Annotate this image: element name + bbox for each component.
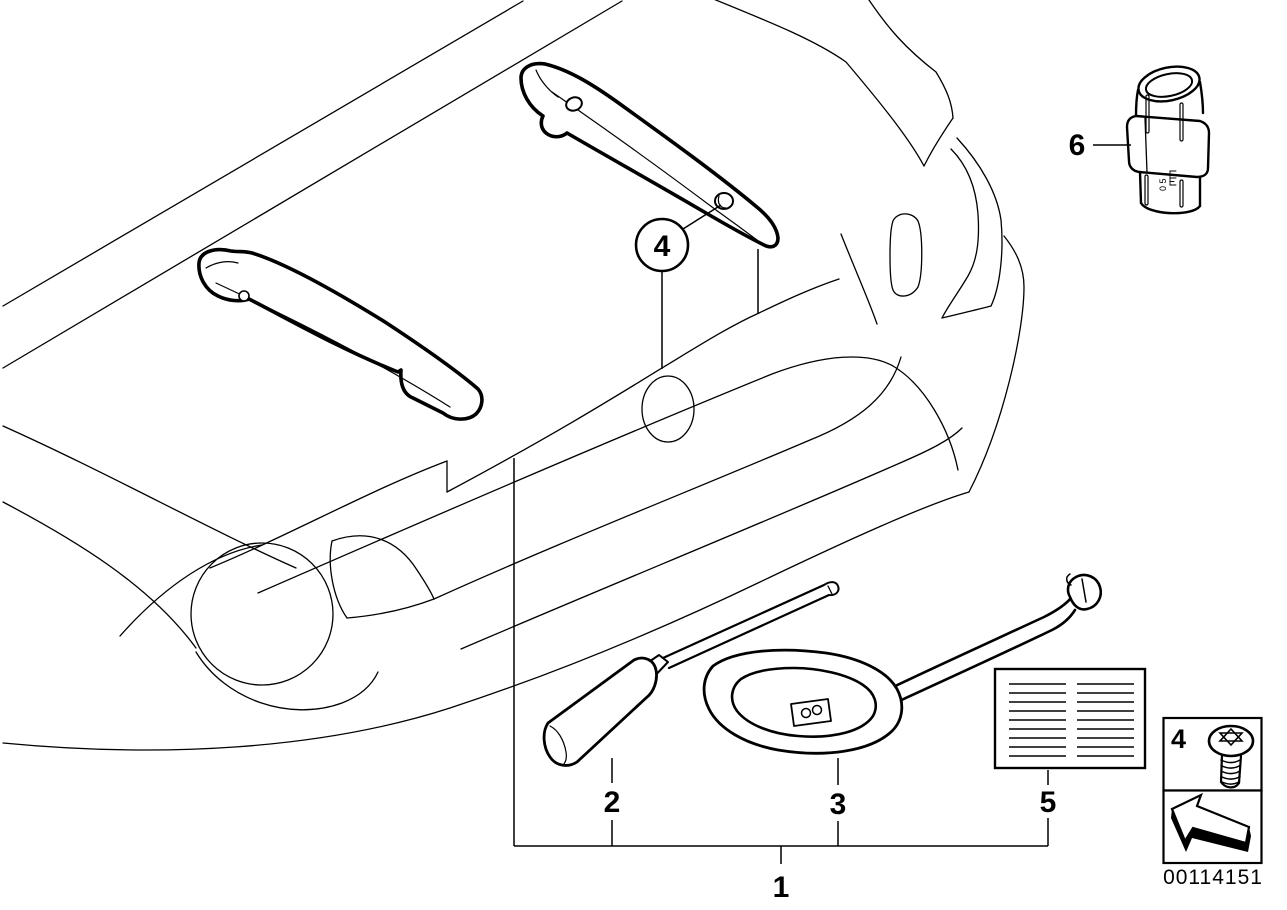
sleeve-scale-text: 0 5: [1158, 178, 1168, 191]
sleeve-top-face: [1137, 65, 1201, 103]
left-shoulder-line: [2, 425, 297, 569]
trunk-lid-lower-edge: [257, 356, 959, 594]
spoiler-part-hole-front: [565, 96, 583, 112]
screw-legend-number[interactable]: 4: [1171, 724, 1186, 754]
right-quarter-line: [868, 0, 954, 119]
screw-icon: [1207, 724, 1255, 789]
trunk-lid-edge-right: [446, 278, 840, 493]
sleeve-body-left: [1138, 170, 1143, 205]
sleeve-slots: [1144, 94, 1184, 208]
callout-6-label[interactable]: 6: [1069, 129, 1086, 162]
strap-head-slot: [1081, 578, 1087, 603]
sleeve-collar: [1125, 114, 1211, 179]
spoiler-installed-drawing: [197, 247, 484, 421]
tool-rod-tip: [823, 581, 840, 597]
callout-4-leader-diagonal: [682, 204, 722, 230]
callout-4-circle[interactable]: [634, 217, 690, 273]
nav-arrow-box[interactable]: [1162, 789, 1263, 865]
strap-tail-lower: [895, 608, 1077, 704]
callout-4-label[interactable]: 4: [654, 230, 671, 263]
screw-legend-box[interactable]: 4: [1162, 716, 1263, 792]
trunk-gap-line: [923, 117, 954, 167]
strap-tail-upper: [889, 596, 1073, 690]
screw-threads: [1220, 759, 1241, 785]
callout-2-label[interactable]: 2: [604, 786, 621, 819]
spoiler-part-hole-mark: [717, 195, 727, 209]
rear-deck-edge-lower: [2, 0, 623, 369]
bumper-bottom: [2, 491, 970, 751]
spoiler-part-outline: [519, 61, 780, 249]
instruction-label-drawing: [993, 667, 1147, 770]
spoiler-installed-endcap: [205, 261, 239, 269]
back-arrow-shadow: [1171, 809, 1251, 852]
taillight-inner: [941, 148, 980, 319]
bumper-top: [433, 356, 902, 600]
fender-leaf-left: [329, 540, 348, 619]
sleeve-bottom: [1139, 201, 1202, 215]
spoiler-part-drawing: [519, 61, 780, 249]
bumper-mid: [460, 427, 963, 650]
tool-rod-tip-slot: [827, 585, 833, 595]
callout-3-label[interactable]: 3: [830, 788, 847, 821]
tool-handle: [542, 656, 658, 767]
sleeve-collar-edge: [1144, 117, 1148, 173]
fender-leaf-top: [331, 535, 435, 600]
part-6-drawing: 0 5: [1125, 65, 1211, 215]
sleeve-scale-ticks: [1169, 170, 1177, 186]
right-shoulder-line: [714, 0, 925, 167]
tool-rod-lower: [667, 593, 831, 670]
label-sheet: [993, 667, 1147, 770]
screw-torx-star: [1218, 727, 1244, 747]
strap-clip-hole-left: [800, 707, 812, 719]
trunk-lid-edge-left: [209, 460, 448, 569]
sleeve-bore: [1144, 72, 1194, 98]
car-body-outline: [2, 0, 1025, 751]
callout-bracket: [513, 458, 1049, 864]
quarter-crease: [840, 233, 878, 325]
rear-corner-edge: [968, 235, 1025, 493]
callout-1-label[interactable]: 1: [773, 871, 790, 904]
rear-wheel: [190, 542, 334, 686]
tool-rod-upper: [661, 583, 826, 660]
left-sill-line: [2, 501, 197, 649]
taillight-hook: [941, 305, 992, 319]
strap-head-notch: [1066, 573, 1072, 586]
fender-leaf-bottom: [346, 598, 435, 619]
spoiler-installed-hole: [238, 290, 250, 302]
taillight-outer: [956, 137, 1003, 307]
taillight-lens: [889, 213, 923, 297]
spoiler-installed-outline: [197, 247, 484, 421]
back-arrow-icon: [1170, 792, 1251, 852]
part-3-drawing: [702, 573, 1103, 755]
spoiler-part-contour: [551, 91, 758, 241]
label-text-lines: [1009, 683, 1134, 757]
sleeve-side-right: [1198, 80, 1205, 115]
callout-5-label[interactable]: 5: [1040, 786, 1057, 819]
callout-4: 4: [634, 204, 759, 369]
wheel-arch-top: [119, 544, 263, 637]
part-2-drawing: [542, 581, 840, 767]
spoiler-part-endcap: [535, 69, 559, 98]
tool-handle-endface: [549, 725, 567, 766]
trunk-emblem: [641, 375, 695, 443]
sleeve-side-left: [1134, 88, 1140, 118]
strap-clip-hole-right: [811, 704, 823, 716]
callout-6: 6: [1069, 129, 1131, 162]
wheel-arch-lip: [195, 651, 379, 711]
rear-deck-edge-upper: [2, 0, 524, 307]
image-number: 00114151: [1163, 866, 1263, 889]
back-arrow-face: [1170, 792, 1251, 845]
